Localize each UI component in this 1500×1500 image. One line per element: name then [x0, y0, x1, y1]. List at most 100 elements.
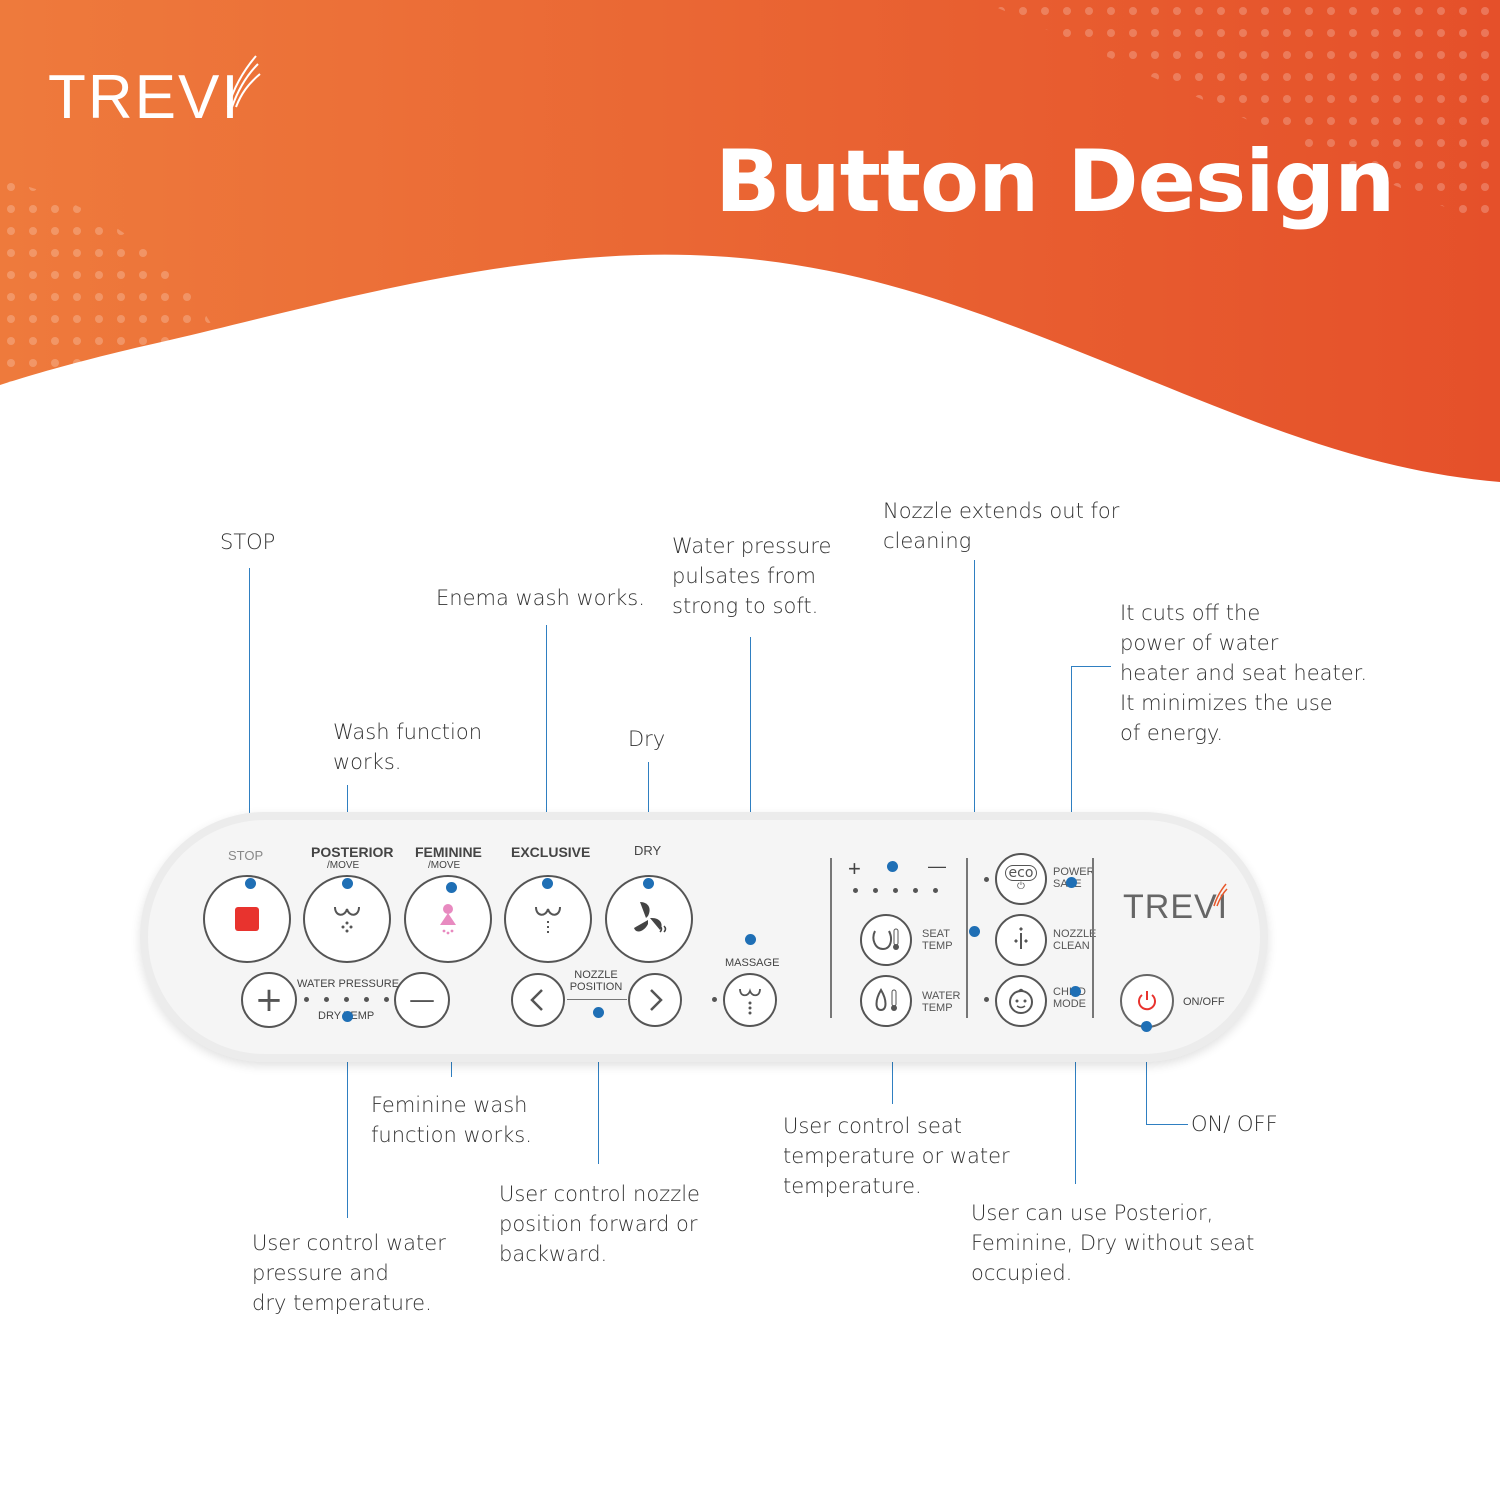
callout-nozzle-clean: Nozzle extends out for cleaning	[883, 499, 1120, 553]
brand-flame-icon	[227, 55, 261, 108]
leader-water-pressure	[347, 1016, 348, 1218]
power-button[interactable]	[1120, 974, 1174, 1028]
leader-enema	[546, 625, 547, 883]
leader-on-off-h	[1146, 1124, 1188, 1125]
stop-square-icon	[235, 907, 259, 931]
massage-indicator-dot	[712, 997, 717, 1002]
callout-feminine: Feminine wash function works.	[371, 1093, 532, 1147]
water-pressure-plus-button[interactable]: +	[241, 972, 297, 1028]
callout-dot-power-save	[1066, 877, 1077, 888]
callout-dot-feminine	[446, 882, 457, 893]
callout-child-mode: User can use Posterior, Feminine, Dry wi…	[971, 1201, 1255, 1285]
temp-level-dot	[853, 888, 858, 893]
seat-temp-button[interactable]	[860, 914, 912, 966]
exclusive-label: EXCLUSIVE	[511, 844, 591, 860]
callout-dot-stop	[245, 878, 256, 889]
panel-divider	[1092, 858, 1094, 1018]
panel-divider	[966, 858, 968, 1018]
child-mode-indicator-dot	[984, 997, 989, 1002]
callout-dot-nozzle-position	[593, 1007, 604, 1018]
massage-button[interactable]	[723, 973, 777, 1027]
callout-nozzle-position: User control nozzle position forward or …	[499, 1182, 700, 1266]
power-save-indicator-dot	[984, 877, 989, 882]
callout-water-pressure: User control water pressure and dry temp…	[252, 1231, 446, 1315]
brand-logo: TREVI	[48, 63, 241, 132]
temp-minus-label: —	[928, 856, 946, 876]
dry-button[interactable]	[605, 875, 693, 963]
massage-label: MASSAGE	[725, 957, 780, 969]
feminine-button[interactable]	[404, 875, 492, 963]
water-temp-button[interactable]	[860, 975, 912, 1027]
on-off-label: ON/OFF	[1183, 996, 1225, 1008]
leader-nozzle-position	[598, 1012, 599, 1164]
leader-massage	[750, 637, 751, 939]
water-pressure-minus-button[interactable]: —	[394, 972, 450, 1028]
feminine-label: FEMININE	[415, 844, 482, 860]
eco-icon: eco ⏻	[1004, 865, 1038, 893]
callout-dot-temperature	[887, 861, 898, 872]
callout-dot-on-off	[1141, 1021, 1152, 1032]
exclusive-wash-icon	[535, 906, 561, 933]
nozzle-forward-button[interactable]	[628, 973, 682, 1027]
posterior-wash-icon	[334, 906, 360, 933]
callout-dot-wash	[342, 878, 353, 889]
seat-temp-label: SEAT TEMP	[922, 928, 953, 952]
nozzle-position-divider	[567, 999, 627, 1000]
chevron-right-icon	[650, 989, 663, 1011]
dry-label: DRY	[634, 843, 662, 858]
child-face-icon	[1009, 988, 1033, 1014]
callout-dot-dry	[643, 878, 654, 889]
leader-child-mode	[1075, 991, 1076, 1184]
dry-fan-icon	[634, 902, 667, 933]
callout-dot-child-mode	[1070, 986, 1081, 997]
callout-dot-water-pressure	[342, 1011, 353, 1022]
callout-wash: Wash function works.	[333, 720, 482, 774]
nozzle-back-button[interactable]	[511, 973, 565, 1027]
callout-on-off: ON/ OFF	[1191, 1112, 1278, 1136]
pressure-level-dot	[364, 997, 369, 1002]
nozzle-position-label: NOZZLE POSITION	[569, 969, 623, 993]
feminine-sub-label: /MOVE	[428, 860, 461, 871]
nozzle-clean-button[interactable]	[995, 914, 1047, 966]
posterior-label: POSTERIOR	[311, 844, 394, 860]
seat-temp-icon	[872, 928, 899, 951]
callout-dot-massage	[745, 934, 756, 945]
callout-power-save: It cuts off the power of water heater an…	[1120, 601, 1368, 745]
exclusive-button[interactable]	[504, 875, 592, 963]
temp-level-dot	[913, 888, 918, 893]
callout-dry: Dry	[628, 727, 666, 751]
leader-on-off	[1146, 1026, 1147, 1124]
water-temp-icon	[875, 988, 897, 1012]
panel-divider	[830, 858, 832, 1018]
child-mode-button[interactable]	[995, 975, 1047, 1027]
chevron-left-icon	[530, 989, 543, 1011]
power-icon	[1138, 991, 1156, 1011]
posterior-button[interactable]	[303, 875, 391, 963]
water-temp-label: WATER TEMP	[922, 990, 961, 1014]
water-pressure-label: WATER PRESSURE	[297, 978, 400, 990]
panel-flame-icon	[1213, 883, 1228, 907]
callout-dot-nozzle-clean	[969, 926, 980, 937]
callout-massage: Water pressure pulsates from strong to s…	[672, 534, 832, 618]
leader-power-save	[1071, 666, 1072, 882]
temp-plus-label: +	[848, 856, 861, 881]
temp-level-dot	[933, 888, 938, 893]
panel-logo: TREVI	[1123, 888, 1229, 926]
stop-button[interactable]	[203, 875, 291, 963]
callout-enema: Enema wash works.	[436, 586, 645, 610]
stop-label: STOP	[228, 848, 264, 863]
posterior-sub-label: /MOVE	[327, 860, 360, 871]
power-save-button[interactable]: eco ⏻	[995, 853, 1047, 905]
callout-dot-enema	[542, 878, 553, 889]
pressure-level-dot	[384, 997, 389, 1002]
minus-icon: —	[409, 985, 435, 1015]
pressure-level-dot	[344, 997, 349, 1002]
page-title: Button Design	[715, 132, 1395, 232]
nozzle-clean-label: NOZZLE CLEAN	[1053, 928, 1097, 952]
massage-icon	[739, 988, 761, 1015]
feminine-wash-icon	[440, 904, 456, 935]
plus-icon: +	[254, 980, 284, 1020]
callout-temperature: User control seat temperature or water t…	[783, 1114, 1010, 1198]
pressure-level-dot	[304, 997, 309, 1002]
leader-power-save-h	[1071, 666, 1111, 667]
